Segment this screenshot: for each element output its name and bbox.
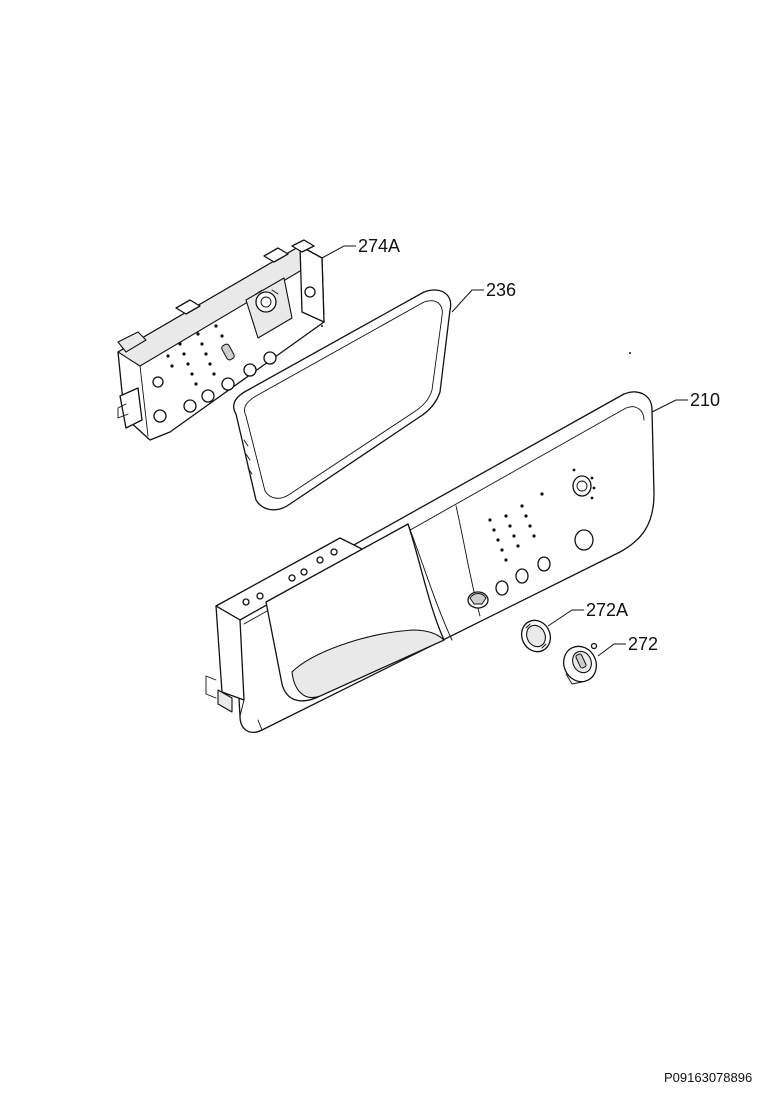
control-panel-210 [205, 391, 655, 733]
leader-236 [451, 289, 484, 313]
leader-272a [547, 609, 584, 627]
gasket-236 [233, 289, 452, 511]
led-dots-210 [488, 468, 596, 562]
leader-274a [321, 245, 356, 259]
electronic-board-274a [117, 239, 325, 441]
label-272: 272 [628, 634, 658, 654]
label-274a: 274A [358, 236, 400, 256]
leader-210 [651, 399, 688, 413]
label-210: 210 [690, 390, 720, 410]
label-236: 236 [486, 280, 516, 300]
document-code: P09163078896 [664, 1070, 752, 1085]
leader-272 [597, 643, 626, 657]
knob-272 [562, 642, 598, 685]
knob-ring-272a [520, 619, 552, 653]
led-dots-274a [166, 324, 224, 386]
label-272a: 272A [586, 600, 628, 620]
